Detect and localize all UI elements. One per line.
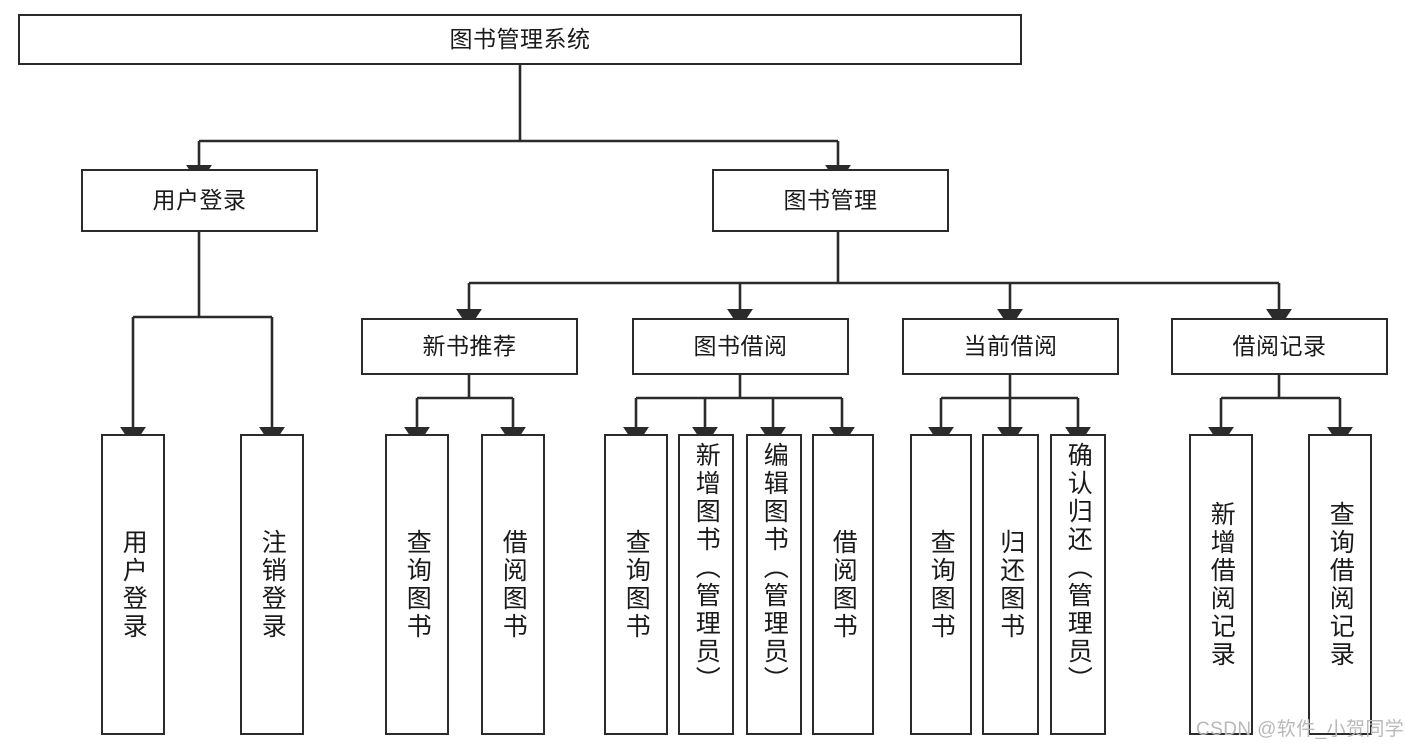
node-new-book-recommend[interactable]: 新书推荐 <box>361 318 578 375</box>
node-leaf-user-login-label: 用户登录 <box>119 528 148 641</box>
node-leaf-return-book[interactable]: 归还图书 <box>982 434 1039 735</box>
node-borrow-record-label: 借阅记录 <box>1232 332 1327 359</box>
node-leaf-add-book-label: 新增图书（管理员） <box>692 442 721 694</box>
node-book-manage-label: 图书管理 <box>783 186 878 213</box>
node-leaf-query-book-2-label: 查询图书 <box>622 528 651 641</box>
node-leaf-query-book-3[interactable]: 查询图书 <box>910 434 972 735</box>
node-leaf-edit-book-label: 编辑图书（管理员） <box>760 442 789 694</box>
node-leaf-query-book-1[interactable]: 查询图书 <box>385 434 449 735</box>
node-leaf-query-record-label: 查询借阅记录 <box>1326 500 1355 669</box>
csdn-watermark: CSDN @软件_小贺同学 <box>1196 719 1405 740</box>
node-leaf-query-record[interactable]: 查询借阅记录 <box>1308 434 1372 735</box>
node-user-login[interactable]: 用户登录 <box>81 169 318 232</box>
node-leaf-add-book[interactable]: 新增图书（管理员） <box>678 434 734 735</box>
node-leaf-confirm-return-label: 确认归还（管理员） <box>1064 442 1093 694</box>
node-leaf-logout-label: 注销登录 <box>258 528 287 641</box>
node-leaf-edit-book[interactable]: 编辑图书（管理员） <box>746 434 802 735</box>
node-book-borrow-label: 图书借阅 <box>693 332 788 359</box>
node-leaf-borrow-book-2-label: 借阅图书 <box>829 528 858 641</box>
node-leaf-borrow-book-1[interactable]: 借阅图书 <box>481 434 545 735</box>
node-root-label: 图书管理系统 <box>449 25 591 52</box>
node-current-borrow-label: 当前借阅 <box>963 332 1058 359</box>
node-user-login-label: 用户登录 <box>152 186 247 213</box>
node-borrow-record[interactable]: 借阅记录 <box>1171 318 1388 375</box>
node-leaf-logout[interactable]: 注销登录 <box>240 434 304 735</box>
node-leaf-user-login[interactable]: 用户登录 <box>101 434 165 735</box>
node-book-manage[interactable]: 图书管理 <box>712 169 949 232</box>
node-leaf-query-book-1-label: 查询图书 <box>403 528 432 641</box>
node-leaf-add-record[interactable]: 新增借阅记录 <box>1189 434 1253 735</box>
node-leaf-return-book-label: 归还图书 <box>996 528 1025 641</box>
node-current-borrow[interactable]: 当前借阅 <box>902 318 1119 375</box>
node-leaf-add-record-label: 新增借阅记录 <box>1207 500 1236 669</box>
node-book-borrow[interactable]: 图书借阅 <box>632 318 849 375</box>
node-leaf-query-book-2[interactable]: 查询图书 <box>604 434 668 735</box>
node-leaf-confirm-return[interactable]: 确认归还（管理员） <box>1050 434 1106 735</box>
node-leaf-borrow-book-2[interactable]: 借阅图书 <box>812 434 874 735</box>
node-root[interactable]: 图书管理系统 <box>18 14 1022 65</box>
node-leaf-borrow-book-1-label: 借阅图书 <box>499 528 528 641</box>
node-new-book-recommend-label: 新书推荐 <box>422 332 517 359</box>
node-leaf-query-book-3-label: 查询图书 <box>927 528 956 641</box>
